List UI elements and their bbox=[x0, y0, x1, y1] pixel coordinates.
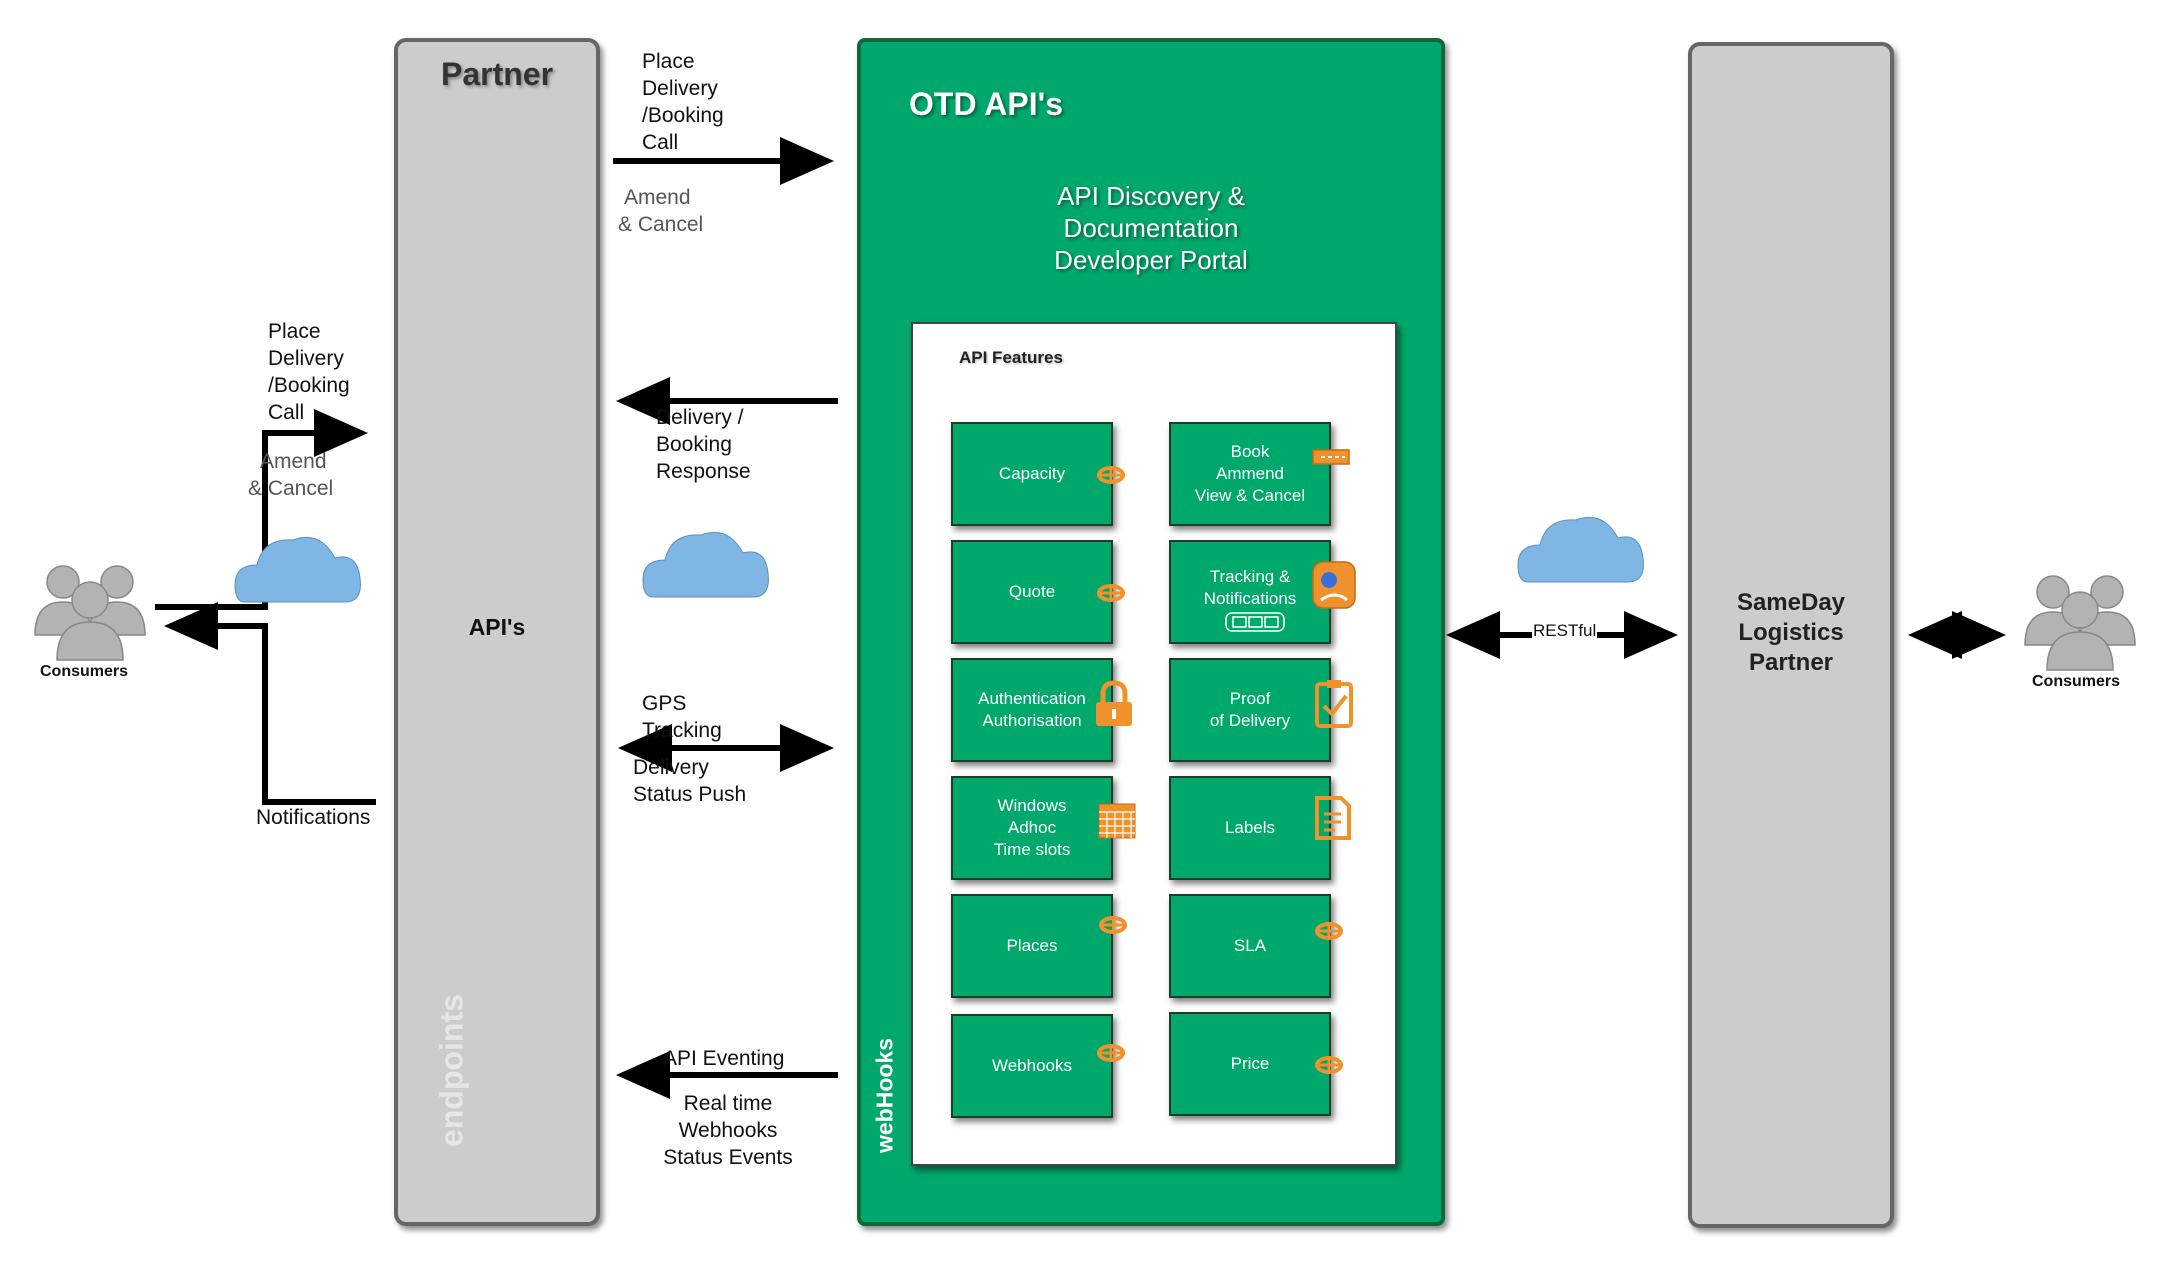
notifications-label: Notifications bbox=[256, 806, 371, 829]
partner-apis-label: API's bbox=[468, 614, 526, 640]
feature-windows-adhoc-timeslots[interactable]: Windows Adhoc Time slots bbox=[951, 776, 1136, 880]
gear-icon bbox=[1315, 1056, 1343, 1074]
status-push-label: Delivery Status Push bbox=[633, 756, 747, 806]
cloud-icon bbox=[642, 531, 769, 598]
api-features-title: API Features bbox=[959, 348, 1063, 367]
feature-label: SLA bbox=[1233, 936, 1267, 955]
envelopes-icon bbox=[1225, 612, 1285, 632]
feature-sla[interactable]: SLA bbox=[1169, 894, 1343, 998]
webhooks-label: webHooks bbox=[871, 1037, 898, 1154]
feature-webhooks[interactable]: Webhooks bbox=[951, 1014, 1125, 1118]
left-place-call-label: Place Delivery /Booking Call bbox=[268, 320, 350, 424]
feature-labels[interactable]: Labels bbox=[1169, 776, 1351, 880]
consumers-right-label: Consumers bbox=[2032, 673, 2121, 690]
cloud-icon bbox=[234, 536, 361, 603]
partner-panel: Partner API's endpoints bbox=[394, 38, 600, 1226]
left-amend-cancel-label: Amend & Cancel bbox=[248, 450, 334, 500]
delivery-response-label: Delivery / Booking Response bbox=[656, 406, 751, 483]
gear-icon bbox=[1097, 466, 1125, 484]
gps-tracking-label: GPS Tracking bbox=[642, 692, 722, 742]
ticket-icon bbox=[1312, 449, 1350, 465]
amend-cancel-label: Amend & Cancel bbox=[618, 186, 704, 236]
otd-panel: OTD API's API Discovery & Documentation … bbox=[857, 38, 1445, 1226]
map-pin-icon bbox=[1312, 561, 1356, 609]
lock-icon bbox=[1096, 680, 1132, 726]
feature-quote[interactable]: Quote bbox=[951, 540, 1125, 644]
clipboard-check-icon bbox=[1315, 680, 1353, 728]
feature-authentication-authorisation[interactable]: Authentication Authorisation bbox=[951, 658, 1132, 762]
feature-label: Authentication Authorisation bbox=[978, 689, 1086, 730]
feature-proof-of-delivery[interactable]: Proof of Delivery bbox=[1169, 658, 1353, 762]
api-features-box: API Features Capacity Book Ammend View &… bbox=[911, 322, 1397, 1166]
feature-book-amend-view-cancel[interactable]: Book Ammend View & Cancel bbox=[1169, 422, 1350, 526]
feature-label: Price bbox=[1230, 1054, 1270, 1073]
sameday-panel: SameDay Logistics Partner bbox=[1688, 42, 1894, 1228]
partner-endpoints-label: endpoints bbox=[433, 994, 470, 1147]
gear-icon bbox=[1097, 1044, 1125, 1062]
feature-label: Book Ammend View & Cancel bbox=[1194, 442, 1306, 505]
sameday-title: SameDay Logistics Partner bbox=[1736, 589, 1846, 676]
arrow-notifications-to-consumer bbox=[164, 602, 376, 805]
api-eventing-label: API Eventing bbox=[663, 1047, 785, 1070]
feature-label: Capacity bbox=[998, 464, 1066, 483]
developer-portal-label[interactable]: API Discovery & Documentation Developer … bbox=[1054, 181, 1248, 275]
feature-tracking-notifications[interactable]: Tracking & Notifications bbox=[1169, 540, 1356, 644]
feature-price[interactable]: Price bbox=[1169, 1012, 1343, 1116]
feature-label: Webhooks bbox=[991, 1056, 1072, 1075]
feature-label: Windows Adhoc Time slots bbox=[993, 796, 1071, 859]
otd-title: OTD API's bbox=[909, 86, 1063, 122]
place-call-label: Place Delivery /Booking Call bbox=[642, 50, 724, 154]
calendar-icon bbox=[1098, 803, 1136, 839]
consumers-icon bbox=[2024, 575, 2136, 671]
feature-label: Labels bbox=[1224, 818, 1276, 837]
feature-label: Quote bbox=[1008, 582, 1056, 601]
document-icon bbox=[1315, 796, 1351, 840]
feature-capacity[interactable]: Capacity bbox=[951, 422, 1125, 526]
restful-label: RESTful bbox=[1532, 620, 1598, 642]
cloud-icon bbox=[1517, 516, 1644, 583]
gear-icon bbox=[1315, 922, 1343, 940]
feature-places[interactable]: Places bbox=[951, 894, 1127, 998]
feature-label: Tracking & Notifications bbox=[1203, 567, 1297, 608]
realtime-webhooks-label: Real time Webhooks Status Events bbox=[663, 1092, 793, 1169]
consumers-icon bbox=[34, 565, 146, 661]
gear-icon bbox=[1097, 584, 1125, 602]
gear-icon bbox=[1099, 916, 1127, 934]
feature-label: Places bbox=[1006, 936, 1058, 955]
partner-title: Partner bbox=[440, 56, 554, 92]
consumers-left-label: Consumers bbox=[40, 663, 129, 680]
feature-label: Proof of Delivery bbox=[1209, 689, 1291, 730]
